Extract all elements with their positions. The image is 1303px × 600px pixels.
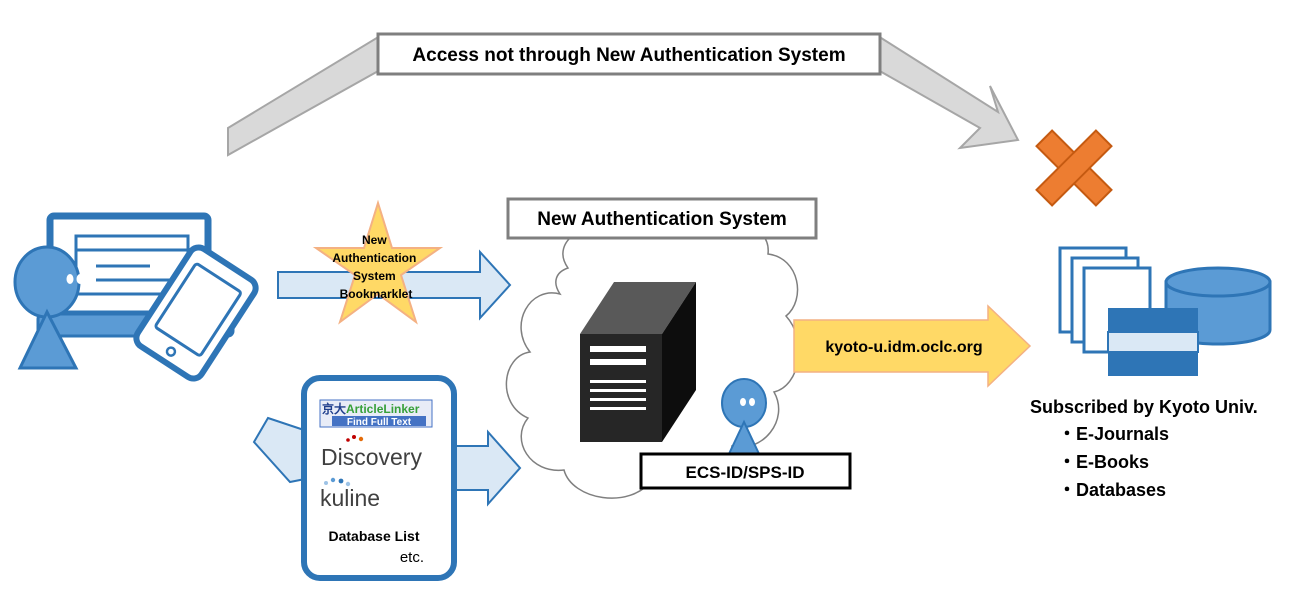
star-badge-icon: New Authentication System Bookmarklet — [312, 199, 444, 325]
bypass-arrow — [227, 34, 1020, 157]
proxy-arrow: kyoto-u.idm.oclc.org — [793, 304, 1032, 388]
subscribed-item-ejournals: ・E-Journals — [1058, 424, 1169, 444]
operator-user-icon — [721, 378, 767, 457]
top-access-label-box: Access not through New Authentication Sy… — [376, 32, 882, 76]
server-icon — [580, 282, 696, 442]
discovery-logo: Discovery — [321, 435, 422, 470]
articlelinker-prefix: 京大 — [322, 401, 346, 416]
id-box: ECS-ID/SPS-ID — [639, 452, 852, 490]
entry-arrow-out — [455, 429, 522, 507]
kuline-label: kuline — [320, 485, 380, 511]
articlelinker-name: ArticleLinker — [346, 402, 420, 416]
articlelinker-sub: Find Full Text — [347, 417, 412, 428]
user-icon — [13, 245, 84, 370]
subscribed-title: Subscribed by Kyoto Univ. — [1030, 397, 1258, 417]
discovery-label: Discovery — [321, 444, 422, 470]
subscribed-item-databases: ・Databases — [1058, 480, 1166, 500]
bookmarklet-line-1: New — [362, 233, 387, 247]
kuline-logo: kuline — [320, 477, 380, 511]
etc-label: etc. — [400, 549, 424, 566]
bookmarklet-line-3: System — [353, 269, 396, 283]
top-access-label: Access not through New Authentication Sy… — [412, 45, 845, 66]
database-list-label: Database List — [328, 528, 419, 544]
proxy-url-label: kyoto-u.idm.oclc.org — [825, 339, 982, 356]
svg-text:New Authentication: New Authentication System Bookmarklet — [332, 233, 419, 301]
nas-title: New Authentication System — [537, 209, 787, 230]
bookmarklet-line-4: Bookmarklet — [340, 287, 413, 301]
subscribed-resources: Subscribed by Kyoto Univ. ・E-Journals ・E… — [1030, 397, 1258, 500]
tablet-icon — [133, 244, 259, 382]
nas-title-box: New Authentication System — [506, 197, 818, 240]
subscribed-item-ebooks: ・E-Books — [1058, 452, 1149, 472]
svg-text:京大ArticleLinker: 京大ArticleLinker — [322, 401, 420, 416]
articlelinker-logo: 京大ArticleLinker Find Full Text — [319, 399, 433, 428]
entry-points-panel: 京大ArticleLinker Find Full Text Discovery… — [301, 375, 457, 581]
id-label: ECS-ID/SPS-ID — [685, 463, 804, 482]
cross-icon — [1035, 129, 1113, 207]
books-icon — [1107, 308, 1199, 376]
bookmarklet-line-2: Authentication — [332, 251, 416, 265]
